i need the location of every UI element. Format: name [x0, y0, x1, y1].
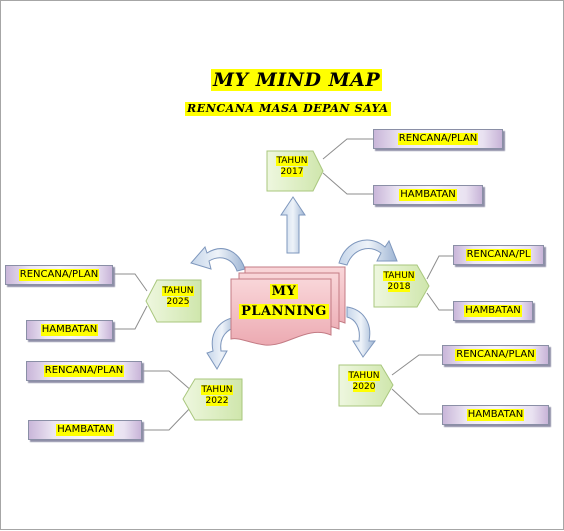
plan-box-2020: RENCANA/PLAN — [442, 345, 549, 365]
connector-2025-obstacle — [114, 305, 148, 330]
center-label: MY PLANNING — [237, 282, 331, 322]
center-label-line2: PLANNING — [239, 304, 329, 319]
page-subtitle: RENCANA MASA DEPAN SAYA — [185, 102, 391, 116]
arrow-curve-2020 — [346, 306, 376, 358]
node-2020-label: TAHUN 2020 — [340, 371, 388, 393]
obstacle-box-2025-text: HAMBATAN — [40, 324, 99, 336]
arrow-curve-2025 — [190, 246, 246, 272]
plan-box-2025: RENCANA/PLAN — [5, 265, 113, 285]
plan-box-2017: RENCANA/PLAN — [373, 129, 503, 149]
obstacle-box-2018: HAMBATAN — [453, 301, 533, 321]
connector-lines — [114, 138, 453, 431]
obstacle-box-2022-text: HAMBATAN — [56, 424, 114, 436]
obstacle-box-2020: HAMBATAN — [442, 405, 549, 425]
obstacle-box-2025: HAMBATAN — [26, 320, 113, 340]
plan-box-2017-text: RENCANA/PLAN — [397, 133, 479, 145]
plan-box-2020-text: RENCANA/PLAN — [455, 349, 536, 361]
node-2025-label: TAHUN 2025 — [155, 286, 201, 308]
connector-2020-obstacle — [391, 388, 442, 415]
plan-box-2022: RENCANA/PLAN — [26, 361, 142, 381]
arrow-up-2017 — [280, 196, 306, 254]
node-2020-line1: TAHUN — [348, 371, 380, 381]
obstacle-box-2022: HAMBATAN — [28, 420, 142, 440]
node-2018-line1: TAHUN — [383, 271, 415, 281]
node-2025-line1: TAHUN — [162, 286, 194, 296]
plan-box-2018-text: RENCANA/PL — [465, 249, 532, 261]
center-label-line1: MY — [269, 284, 299, 299]
obstacle-box-2020-text: HAMBATAN — [466, 409, 525, 421]
node-2025-line2: 2025 — [166, 297, 190, 307]
obstacle-box-2017-text: HAMBATAN — [399, 189, 457, 201]
node-2020-line2: 2020 — [352, 382, 376, 392]
node-2017-line1: TAHUN — [276, 156, 308, 166]
node-2018-line2: 2018 — [387, 282, 411, 292]
connector-2022-obstacle — [143, 404, 194, 431]
connector-2025-plan — [114, 273, 148, 292]
obstacle-box-2017: HAMBATAN — [373, 185, 483, 205]
arrow-curve-2018 — [338, 239, 398, 266]
connector-2018-plan — [426, 255, 453, 280]
node-2022-line2: 2022 — [205, 396, 229, 406]
plan-box-2018: RENCANA/PL — [453, 245, 544, 265]
page-title: MY MIND MAP — [211, 69, 383, 91]
obstacle-box-2018-text: HAMBATAN — [464, 305, 522, 317]
connector-2018-obstacle — [426, 292, 453, 311]
connector-2020-plan — [391, 354, 442, 376]
arrow-curve-2022 — [206, 316, 238, 370]
node-2022-label: TAHUN 2022 — [193, 385, 241, 407]
node-2022-line1: TAHUN — [201, 385, 233, 395]
connector-2017-obstacle — [322, 172, 373, 195]
plan-box-2022-text: RENCANA/PLAN — [43, 365, 125, 377]
connector-2017-plan — [322, 138, 373, 160]
connector-2022-plan — [143, 370, 194, 393]
node-2017-label: TAHUN 2017 — [269, 156, 315, 178]
plan-box-2025-text: RENCANA/PLAN — [18, 269, 100, 281]
node-2017-line2: 2017 — [280, 167, 304, 177]
node-2018-label: TAHUN 2018 — [375, 271, 423, 293]
